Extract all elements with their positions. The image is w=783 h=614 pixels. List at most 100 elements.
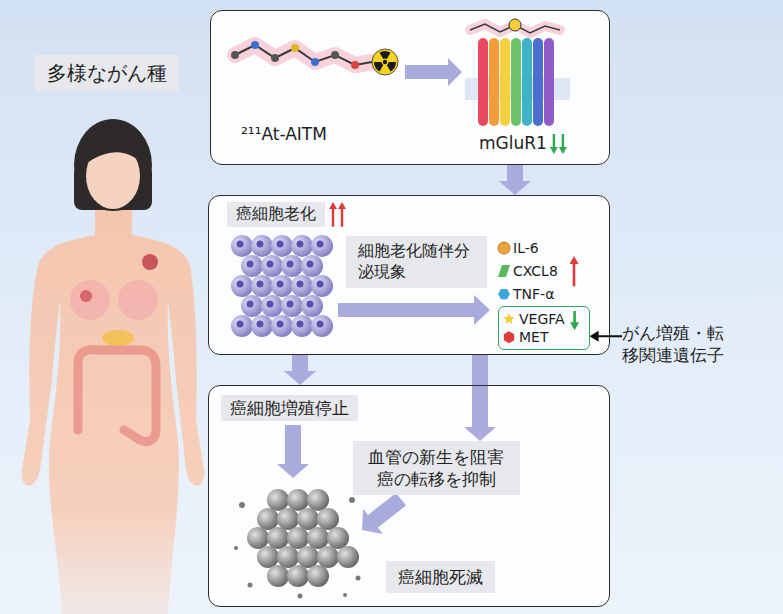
dying-cell [337, 546, 359, 568]
cancer-cell [241, 255, 263, 277]
breast-organ [118, 280, 158, 320]
gene-box: VEGFAMET [498, 306, 590, 350]
cell-nucleus [257, 281, 264, 288]
node-text: がん増殖・転 移関連遺伝子 [622, 322, 729, 366]
cancer-cell [241, 295, 263, 317]
panel-heading: mGluR1 [479, 132, 547, 154]
flow-arrow [464, 355, 496, 441]
cancer-cell [311, 275, 333, 297]
cell-nucleus [277, 281, 284, 288]
dying-cell [277, 508, 299, 530]
gene-icon [498, 242, 510, 254]
node-text: 血管の新生を阻害 癌の転移を抑制 [365, 446, 508, 490]
cell-fragment [298, 594, 303, 599]
radiation-blade [387, 62, 396, 72]
cancer-cell [291, 235, 313, 257]
node-text: 細胞老化随伴分 泌現象 [358, 241, 475, 283]
cell-nucleus [287, 301, 294, 308]
cell-nucleus [247, 301, 254, 308]
dying-cell [307, 489, 329, 511]
flow-arrow [405, 58, 462, 86]
panel-heading: 癌細胞老化 [227, 202, 325, 227]
cancer-cell [271, 315, 293, 337]
dying-cell [307, 565, 329, 587]
cell-nucleus [307, 301, 314, 308]
panel-heading: 癌細胞増殖停止 [221, 395, 358, 421]
cell-nucleus [267, 301, 274, 308]
decrease-arrow [559, 134, 567, 154]
cell-nucleus [297, 241, 304, 248]
cell-nucleus [317, 281, 324, 288]
category-label: 多様ながん種 [35, 55, 179, 91]
dying-cell [277, 546, 299, 568]
cell-fragment [349, 497, 355, 503]
cancer-cell [281, 255, 303, 277]
flow-arrow [499, 165, 531, 195]
gene-icon [498, 265, 510, 277]
effect-box: 血管の新生を阻害 癌の転移を抑制 [353, 441, 520, 495]
cancer-cell [311, 315, 333, 337]
dying-cell [257, 508, 279, 530]
cell-fragment [356, 576, 361, 581]
dying-cell [317, 546, 339, 568]
cancer-cell [231, 275, 253, 297]
cell-fragment [234, 546, 238, 550]
cell-nucleus [267, 261, 274, 268]
tumor-spot [80, 290, 92, 302]
cancer-cell [261, 295, 283, 317]
cell-nucleus [297, 321, 304, 328]
cell-fragment [239, 502, 245, 508]
cell-nucleus [317, 321, 324, 328]
dying-cell [297, 508, 319, 530]
cell-nucleus [317, 241, 324, 248]
woman-figure [22, 119, 204, 614]
cell-nucleus [297, 281, 304, 288]
cancer-cell [311, 235, 333, 257]
flow-arrow [338, 295, 490, 325]
cancer-cell [231, 235, 253, 257]
node-text: 多様ながん種 [47, 60, 167, 86]
gene-label: CXCL8 [513, 262, 558, 280]
dying-cell [267, 527, 289, 549]
cell-nucleus [277, 241, 284, 248]
dying-cell [267, 489, 289, 511]
dying-cell [267, 565, 289, 587]
radiation-center [383, 60, 387, 64]
pointer-arrow [590, 331, 622, 342]
node-text: MET [519, 328, 565, 346]
cell-nucleus [237, 241, 244, 248]
cell-nucleus [247, 261, 254, 268]
cancer-cell [251, 235, 273, 257]
node-text: 癌細胞死滅 [398, 566, 483, 588]
flow-arrow [284, 355, 316, 385]
hair [74, 119, 152, 211]
panel-fill [208, 195, 610, 355]
increase-arrow [338, 202, 346, 227]
flow-arrow [277, 425, 309, 478]
gene-icon [498, 289, 510, 299]
colon-organ [78, 350, 156, 442]
cell-nucleus [307, 261, 314, 268]
dying-cell [287, 565, 309, 587]
cancer-cell [251, 315, 273, 337]
cell-nucleus [237, 321, 244, 328]
dying-cell [257, 546, 279, 568]
panel-box: ²¹¹At-AITMmGluR1 [210, 10, 610, 165]
cancer-cell [291, 275, 313, 297]
cell-nucleus [257, 241, 264, 248]
illustration-details [231, 49, 579, 599]
molecule-illustration [231, 41, 372, 69]
cell-fragment [343, 593, 347, 597]
result-box: 癌細胞死滅 [386, 561, 495, 593]
cell-nucleus [237, 281, 244, 288]
cell-fragment [248, 583, 253, 588]
cell-nucleus [277, 321, 284, 328]
dying-cell [317, 508, 339, 530]
radiation-blade [374, 62, 383, 72]
increase-arrow [570, 256, 579, 286]
flow-arrow [362, 493, 406, 534]
cancer-cell [301, 255, 323, 277]
